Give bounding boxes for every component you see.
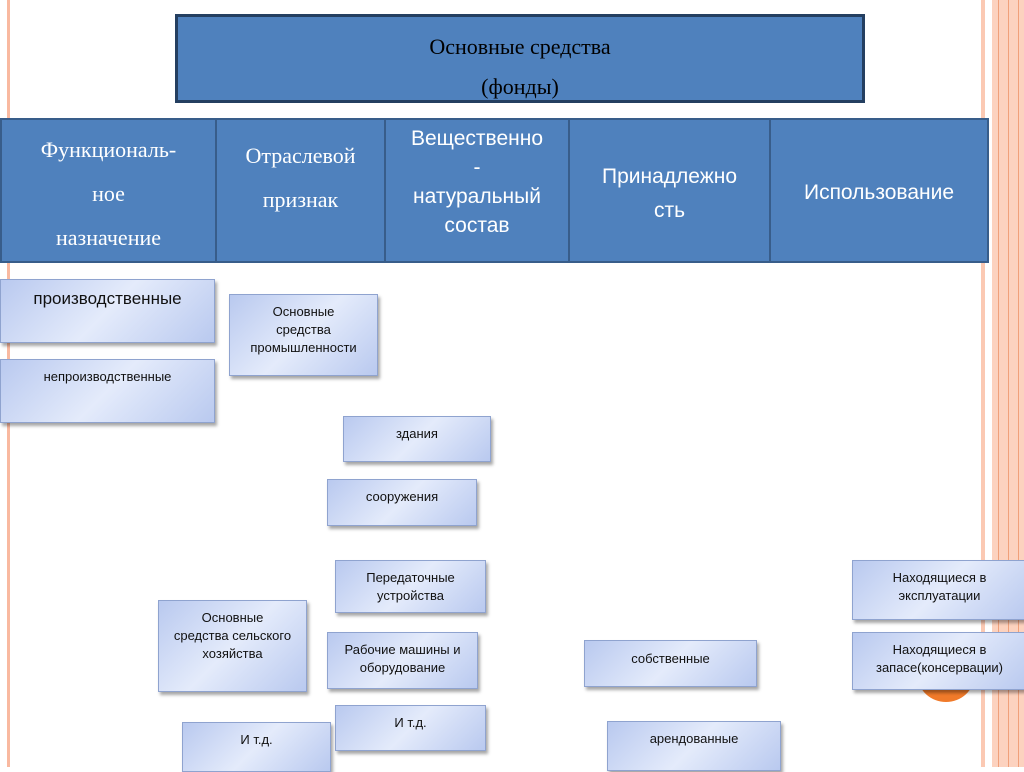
category-row: Функциональ- ное назначение Отраслевой п… xyxy=(0,118,989,263)
box-leased: арендованные xyxy=(607,721,781,771)
box-in-reserve: Находящиеся в запасе(консервации) xyxy=(852,632,1024,690)
right-stripe xyxy=(981,0,985,767)
category-industry: Отраслевой признак xyxy=(217,120,386,261)
box-buildings: здания xyxy=(343,416,491,462)
title-line-2: (фонды) xyxy=(481,74,559,99)
box-transmission: Передаточные устройства xyxy=(335,560,486,613)
box-industry: Основные средства промышленности xyxy=(229,294,378,376)
category-ownership: Принадлежно сть xyxy=(570,120,771,261)
box-agriculture: Основные средства сельского хозяйства xyxy=(158,600,307,692)
title-box: Основные средства (фонды) xyxy=(175,14,865,103)
box-machines: Рабочие машины и оборудование xyxy=(327,632,478,689)
box-own: собственные xyxy=(584,640,757,687)
box-in-operation: Находящиеся в эксплуатации xyxy=(852,560,1024,620)
box-productive: производственные xyxy=(0,279,215,343)
box-nonproductive: непроизводственные xyxy=(0,359,215,423)
category-functional: Функциональ- ное назначение xyxy=(2,120,217,261)
title-line-1: Основные средства xyxy=(429,34,611,59)
category-usage: Использование xyxy=(803,181,955,204)
box-etc-left: И т.д. xyxy=(182,722,331,772)
box-structures: сооружения xyxy=(327,479,477,526)
category-material: Вещественно - натуральный состав xyxy=(386,120,570,261)
box-etc-mid: И т.д. xyxy=(335,705,486,751)
